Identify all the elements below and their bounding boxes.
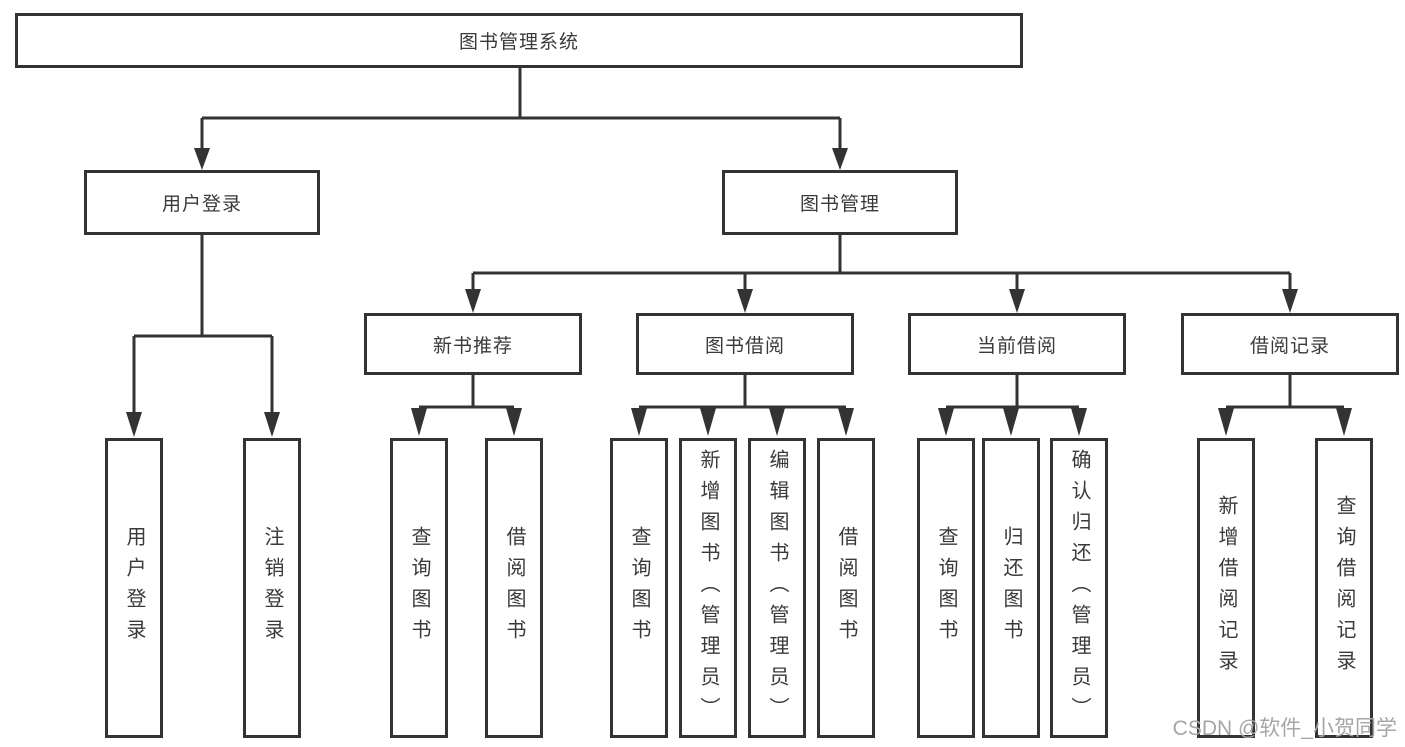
node-book-management: 图书管理 bbox=[722, 170, 958, 235]
node-borrow-books-1: 借阅图书 bbox=[485, 438, 543, 738]
node-label: 图书管理 bbox=[799, 194, 880, 215]
node-label: 图书管理系统 bbox=[458, 32, 579, 53]
node-user-login-leaf: 用户登录 bbox=[105, 438, 163, 738]
node-library-system: 图书管理系统 bbox=[15, 13, 1023, 68]
connector-path bbox=[132, 68, 1344, 414]
node-book-borrow: 图书借阅 bbox=[636, 313, 854, 375]
node-return-books: 归还图书 bbox=[982, 438, 1040, 738]
node-label: 查询图书 bbox=[628, 526, 650, 650]
node-add-books-admin: 新增图书（管理员） bbox=[679, 438, 737, 738]
node-edit-books-admin: 编辑图书（管理员） bbox=[748, 438, 806, 738]
node-label: 借阅图书 bbox=[835, 526, 857, 650]
node-query-books-2: 查询图书 bbox=[610, 438, 668, 738]
node-label: 当前借阅 bbox=[976, 335, 1057, 357]
node-query-books-3: 查询图书 bbox=[917, 438, 975, 738]
node-label: 注销登录 bbox=[261, 526, 283, 650]
node-borrow-books-2: 借阅图书 bbox=[817, 438, 875, 738]
node-label: 查询借阅记录 bbox=[1333, 495, 1355, 681]
node-query-borrow-record: 查询借阅记录 bbox=[1315, 438, 1373, 738]
node-label: 新增图书（管理员） bbox=[697, 448, 719, 728]
node-add-borrow-record: 新增借阅记录 bbox=[1197, 438, 1255, 738]
node-user-login: 用户登录 bbox=[84, 170, 320, 235]
node-current-borrow: 当前借阅 bbox=[908, 313, 1126, 375]
node-label: 新增借阅记录 bbox=[1215, 495, 1237, 681]
node-label: 用户登录 bbox=[123, 526, 145, 650]
arrowhead-path bbox=[126, 148, 1352, 437]
watermark: CSDN @软件_小贺同学 bbox=[1172, 717, 1397, 740]
node-label: 借阅图书 bbox=[503, 526, 525, 650]
node-logout: 注销登录 bbox=[243, 438, 301, 738]
node-new-book-recommend: 新书推荐 bbox=[364, 313, 582, 375]
node-confirm-return-admin: 确认归还（管理员） bbox=[1050, 438, 1108, 738]
node-label: 确认归还（管理员） bbox=[1068, 448, 1090, 728]
node-label: 借阅记录 bbox=[1249, 335, 1330, 357]
node-label: 用户登录 bbox=[161, 194, 242, 215]
node-label: 图书借阅 bbox=[704, 335, 785, 357]
node-label: 归还图书 bbox=[1000, 526, 1022, 650]
node-query-books-1: 查询图书 bbox=[390, 438, 448, 738]
node-label: 查询图书 bbox=[408, 526, 430, 650]
node-borrow-records: 借阅记录 bbox=[1181, 313, 1399, 375]
node-label: 新书推荐 bbox=[432, 335, 513, 357]
node-label: 查询图书 bbox=[935, 526, 957, 650]
node-label: 编辑图书（管理员） bbox=[766, 448, 788, 728]
